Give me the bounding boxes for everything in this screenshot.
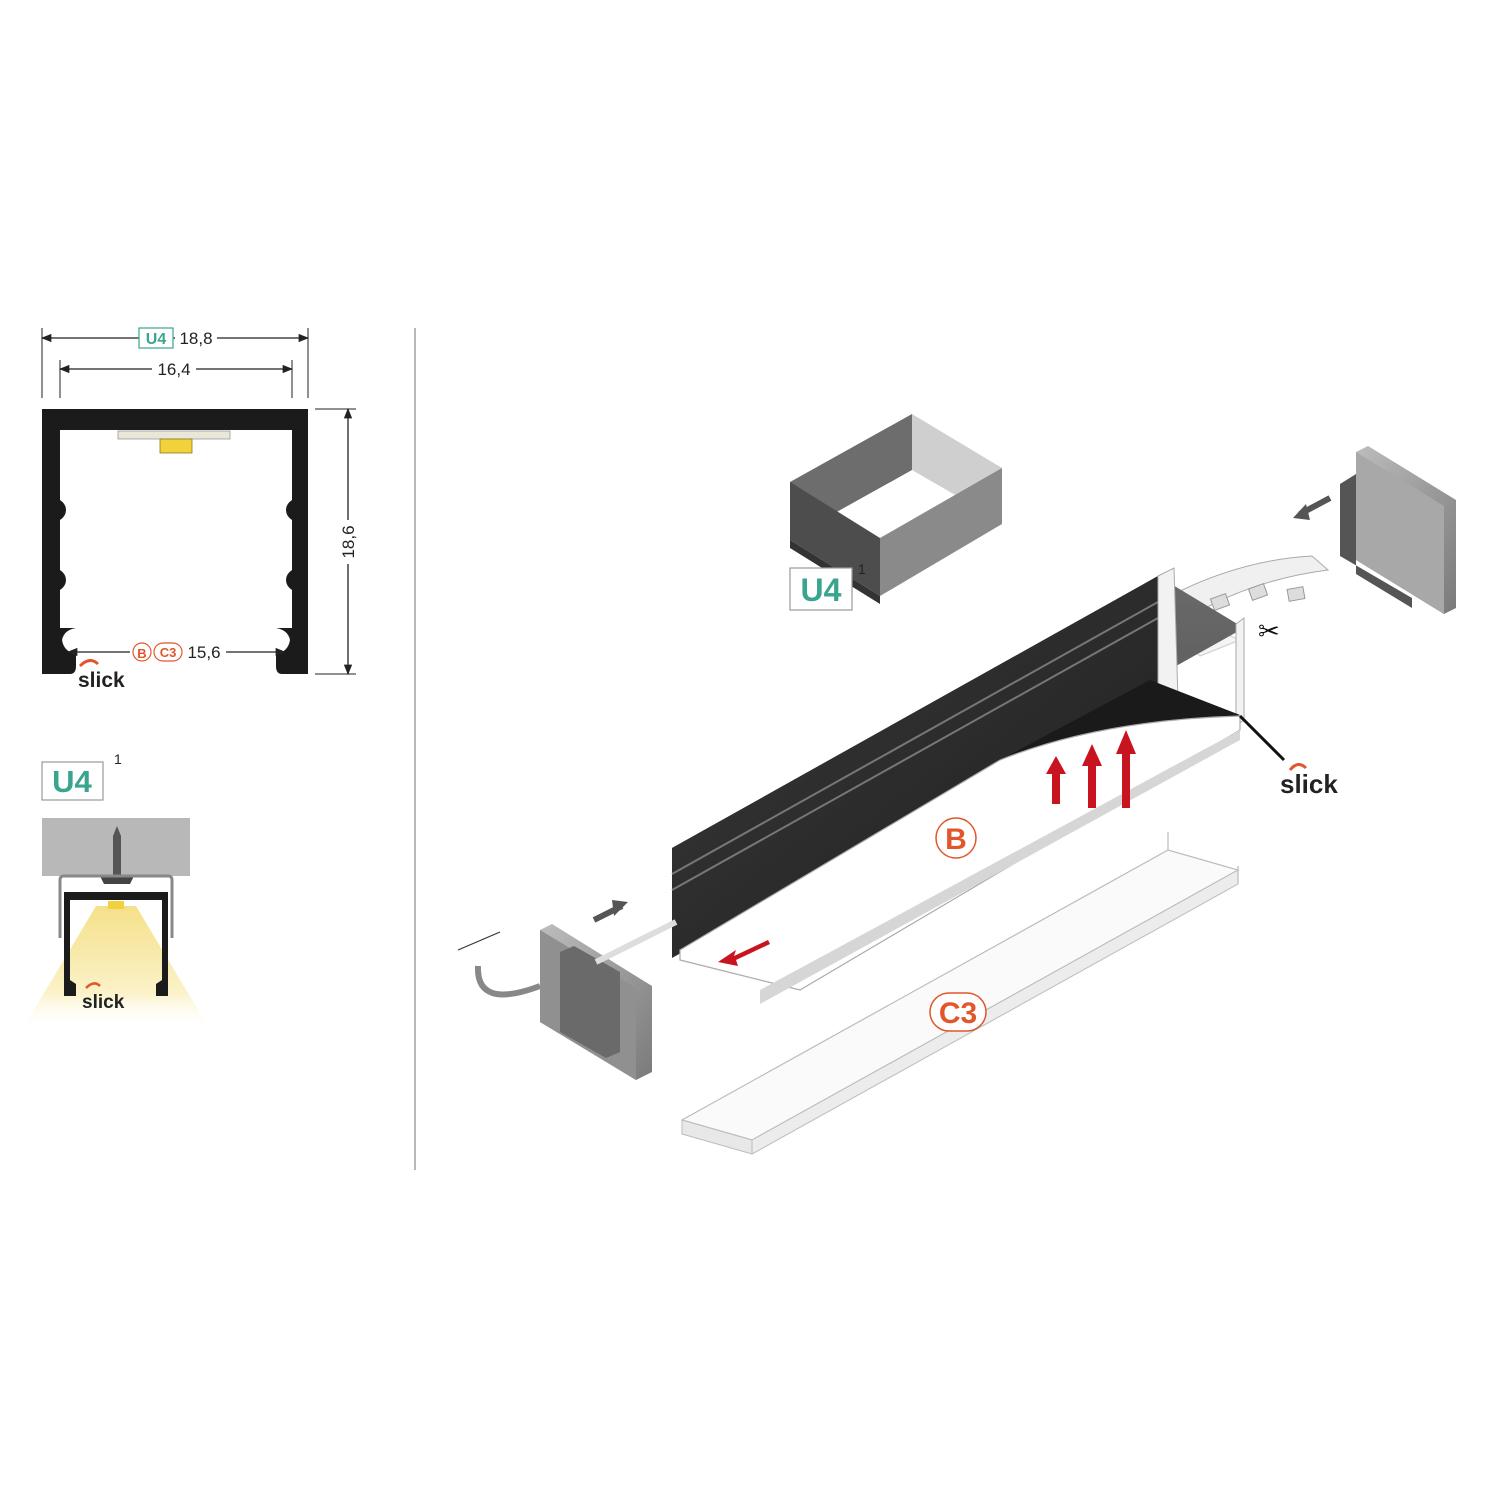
exploded-view: U4 1 ✂ — [457, 414, 1456, 1155]
mount-code: U4 — [52, 764, 92, 799]
scissors-icon: ✂ — [1258, 616, 1280, 646]
label-c3-badge — [929, 992, 987, 1032]
screw-icon — [113, 826, 121, 876]
svg-text:slick: slick — [1280, 769, 1338, 799]
opening-dimension: 15,6 — [187, 643, 220, 662]
exploded-mount-count: 1 — [858, 561, 866, 577]
mount-code-box — [41, 761, 104, 801]
end-cap-right — [1340, 446, 1456, 614]
light-cone — [22, 906, 210, 1030]
slick-logo: slick — [78, 659, 125, 692]
led-strip — [117, 430, 231, 440]
led-chip — [159, 438, 193, 454]
arrow-left-red — [718, 940, 770, 966]
label-c3: C3 — [939, 997, 977, 1030]
width-dimension: 18,8 — [179, 329, 212, 348]
profile-code: U4 — [146, 331, 167, 348]
exploded-mount-code: U4 — [801, 572, 842, 608]
height-dimension: 18,6 — [339, 525, 358, 558]
diffuser-c3-badge — [153, 642, 183, 662]
mounting-clip — [58, 874, 174, 938]
diffuser-c3-code: C3 — [160, 645, 177, 660]
diffuser-b-badge — [132, 642, 152, 662]
main-profile-3d — [671, 567, 1245, 958]
red-arrows — [718, 730, 1136, 966]
cross-section: U4 18,8 16,4 18,6 B C3 15,6 slick — [40, 327, 358, 692]
mini-profile — [64, 892, 168, 996]
arrow-up-3 — [1116, 730, 1136, 808]
slick-logo-small: slick — [82, 982, 125, 1013]
end-cap-left — [457, 919, 678, 1080]
profile-code-box — [138, 327, 174, 349]
mount-count: 1 — [114, 751, 122, 767]
inner-width-dimension: 16,4 — [157, 360, 190, 379]
arrow-up-1 — [1046, 756, 1066, 804]
brand-name: slick — [78, 669, 125, 692]
arrow-up-2 — [1082, 744, 1102, 808]
svg-text:slick: slick — [82, 992, 125, 1013]
label-b-badge — [935, 817, 977, 859]
mounting-detail: U4 1 slick — [22, 751, 210, 1030]
diffuser-b-code: B — [137, 646, 146, 661]
label-b: B — [945, 823, 967, 856]
slick-logo-right: slick — [1280, 763, 1338, 799]
leader-line — [1238, 714, 1286, 762]
exploded-mount-box — [789, 567, 853, 611]
